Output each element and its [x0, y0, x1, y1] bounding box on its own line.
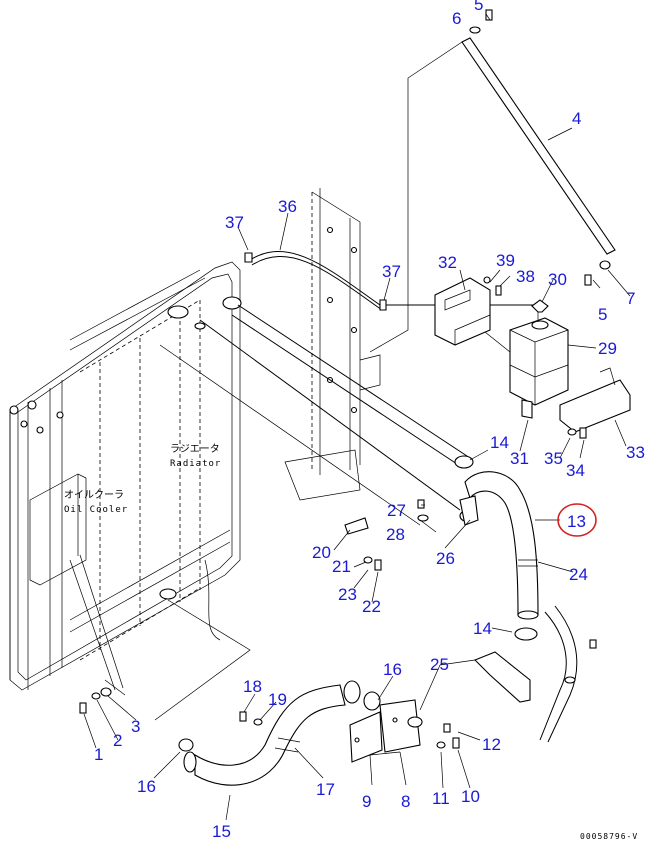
callout-9: 9 [362, 792, 371, 811]
callout-15: 15 [212, 822, 231, 841]
callout-18: 18 [243, 677, 262, 696]
callout-2: 2 [113, 731, 122, 750]
callout-22: 22 [362, 597, 381, 616]
callout-11: 11 [432, 789, 450, 808]
callout-5a: 5 [474, 0, 483, 14]
callout-37b: 37 [382, 262, 401, 281]
drawing-code: 00058796-V [580, 832, 638, 841]
callout-33: 33 [626, 443, 645, 462]
callout-4: 4 [572, 109, 581, 128]
callout-37a: 37 [225, 213, 244, 232]
callout-36: 36 [278, 197, 297, 216]
callout-26: 26 [436, 549, 455, 568]
callout-1: 1 [94, 745, 103, 764]
callout-30: 30 [548, 270, 567, 289]
callout-39: 39 [496, 251, 515, 270]
callout-23: 23 [338, 585, 357, 604]
highlight-circle-13 [557, 503, 597, 537]
callout-27: 27 [387, 501, 406, 520]
callout-24: 24 [569, 565, 588, 584]
callout-21: 21 [332, 557, 351, 576]
callout-6: 6 [452, 9, 461, 28]
bracket-32 [434, 277, 491, 346]
upper-hose [464, 471, 539, 620]
callout-16b: 16 [383, 660, 402, 679]
callout-12: 12 [482, 735, 501, 754]
callout-5b: 5 [598, 305, 607, 324]
callout-25: 25 [430, 655, 449, 674]
oil-cooler-label-jp: オイルクーラ [64, 489, 124, 501]
callout-34: 34 [566, 461, 585, 480]
callout-20: 20 [312, 543, 331, 562]
hardware [79, 9, 611, 749]
frame-bracket [284, 188, 381, 501]
callout-13: 13 [567, 512, 586, 531]
callout-14a: 14 [490, 433, 509, 452]
radiator-label-jp: ラジエータ [170, 443, 220, 455]
callout-numbers: 5 6 4 36 37 37 32 39 38 30 7 5 29 14 31 … [94, 0, 645, 841]
leader-lines [83, 13, 631, 821]
clamps [178, 455, 538, 752]
callout-38: 38 [516, 267, 535, 286]
lower-hose [183, 680, 361, 786]
radiator-label-en: Radiator [170, 459, 221, 469]
hose-lines [154, 37, 616, 721]
callout-7: 7 [626, 289, 635, 308]
callout-32: 32 [438, 253, 457, 272]
band-33 [559, 367, 631, 433]
reservoir-tank [509, 299, 569, 419]
callout-29: 29 [598, 339, 617, 358]
housing-8-9 [349, 699, 423, 763]
callout-8: 8 [401, 792, 410, 811]
bracket-25 [474, 605, 578, 743]
oil-cooler-label-en: Oil Cooler [64, 505, 128, 515]
callout-10: 10 [461, 787, 480, 806]
callout-28: 28 [386, 525, 405, 544]
radiator-assembly [9, 261, 242, 696]
callout-31: 31 [510, 449, 529, 468]
callout-16a: 16 [137, 777, 156, 796]
callout-3: 3 [131, 717, 140, 736]
callout-14b: 14 [473, 619, 492, 638]
callout-35: 35 [544, 449, 563, 468]
callout-17: 17 [316, 780, 335, 799]
callout-19: 19 [268, 690, 287, 709]
